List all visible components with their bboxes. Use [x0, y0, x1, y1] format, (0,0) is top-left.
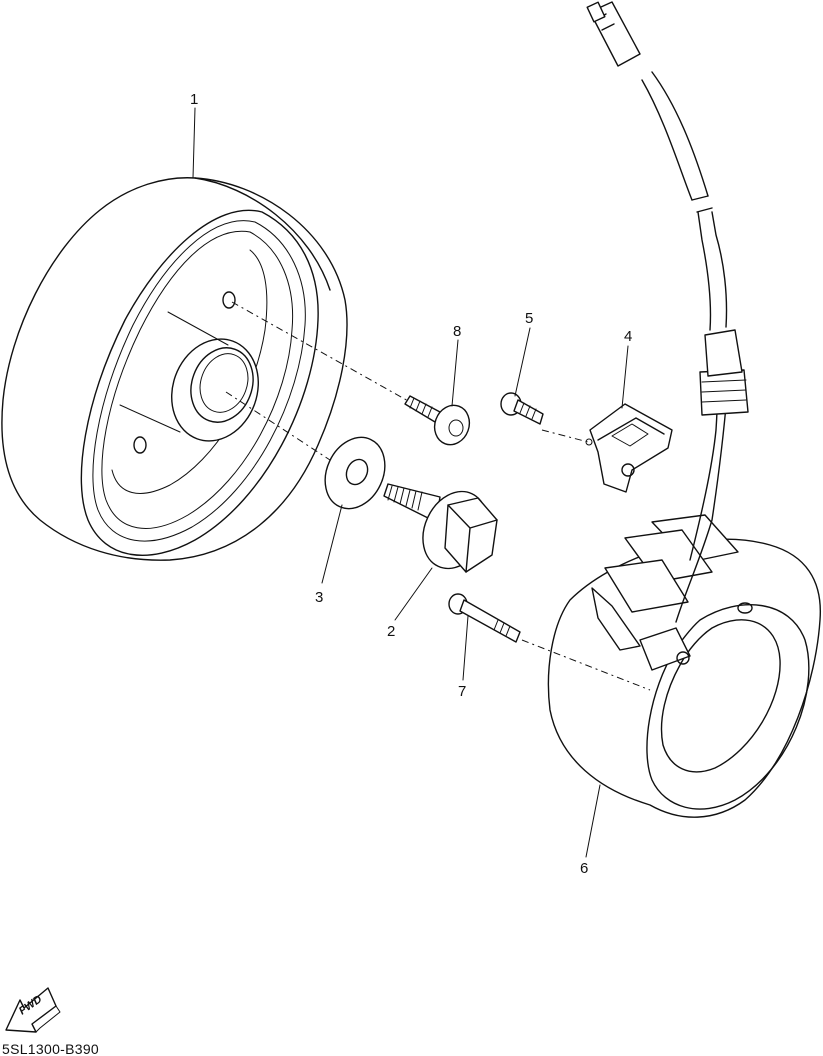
bolt-8: [404, 395, 471, 446]
flange-bolt: [383, 483, 498, 573]
screw-7: [448, 593, 521, 643]
callout-7: 7: [458, 683, 466, 700]
stator-assembly: [547, 1, 822, 818]
flywheel-rotor: [1, 177, 348, 561]
drawing-code: 5SL1300-B390: [2, 1041, 99, 1056]
screw-5: [500, 392, 544, 425]
callout-2: 2: [387, 623, 395, 640]
washer: [324, 436, 386, 510]
callout-8: 8: [453, 323, 461, 340]
callout-leaders: [192, 107, 629, 858]
callout-4: 4: [624, 328, 632, 345]
pickup-coil: [585, 403, 673, 493]
callout-3: 3: [315, 589, 323, 606]
callout-labels: 1 2 3 4 5 6 7 8: [190, 91, 632, 877]
callout-1: 1: [190, 91, 198, 108]
alignment-lines: [225, 301, 651, 691]
callout-6: 6: [580, 860, 588, 877]
callout-5: 5: [525, 310, 533, 327]
fwd-arrow-icon: FWD: [5, 987, 61, 1033]
